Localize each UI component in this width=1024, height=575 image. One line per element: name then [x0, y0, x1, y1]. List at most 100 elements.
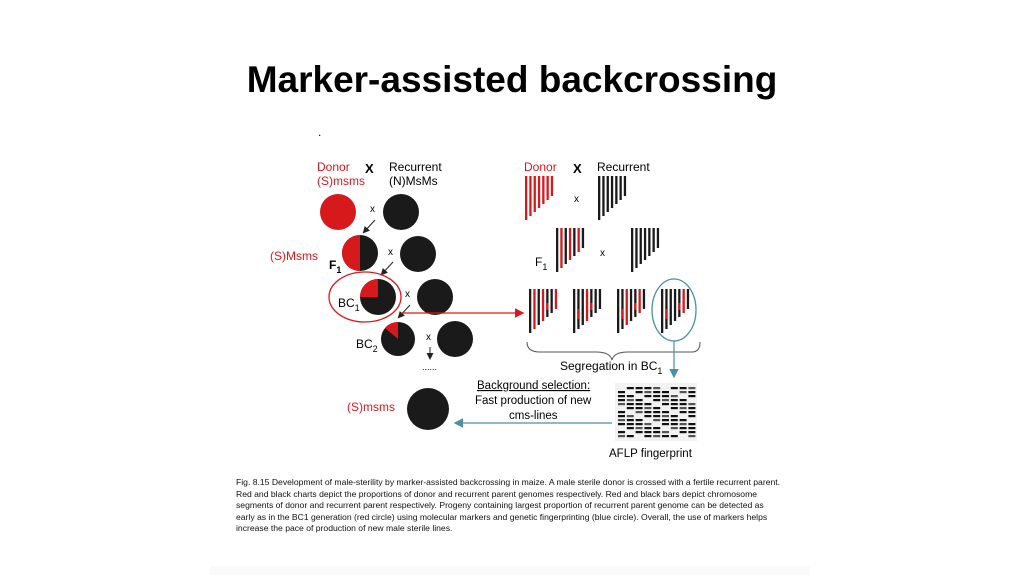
gel-band	[670, 387, 678, 390]
gel-band	[618, 411, 625, 414]
cross-x-3: x	[405, 289, 410, 300]
chromosome-segment	[621, 309, 624, 319]
gel-band	[688, 407, 696, 410]
chromosome-bar-groups	[525, 176, 690, 333]
gel-band	[653, 391, 661, 394]
chromosome-segment	[678, 303, 681, 310]
left-panel: Donor (S)msms X Recurrent (N)MsMs x (S)M…	[270, 160, 473, 430]
cross-x-1: x	[370, 204, 375, 215]
gel-band	[679, 423, 687, 426]
right-panel: Donor X Recurrent x x F1 Segregation in …	[453, 160, 701, 460]
chromosome-bar	[617, 289, 620, 333]
chromosome-bar	[533, 289, 536, 329]
segregation-label: Segregation in BC1	[560, 359, 662, 376]
chromosome-bar	[598, 176, 601, 220]
chromosome-bar	[686, 289, 690, 309]
gel-band	[618, 395, 625, 398]
gel-band	[688, 427, 696, 430]
gel-band	[618, 431, 625, 434]
f1-pie-red	[342, 235, 360, 271]
gel-band	[688, 435, 696, 438]
chromosome-bar	[581, 289, 584, 325]
gel-band	[670, 399, 678, 402]
chromosome-bar	[642, 289, 646, 309]
right-recurrent-label: Recurrent	[597, 160, 650, 174]
right-cross-x-2: x	[600, 248, 605, 259]
caption-text: Development of male-sterility by marker-…	[236, 477, 781, 534]
f1-bars	[556, 228, 585, 272]
chromosome-bar	[568, 228, 572, 260]
gel-band	[653, 407, 661, 410]
left-donor-label: Donor	[317, 160, 350, 174]
gel-band	[653, 427, 661, 430]
gel-band	[626, 423, 634, 426]
gel-band	[644, 427, 652, 430]
gel-band	[618, 399, 625, 402]
gel-band	[679, 391, 687, 394]
chromosome-bar	[525, 176, 528, 220]
stray-mark: .	[318, 125, 322, 139]
left-cross-symbol: X	[365, 161, 374, 176]
chromosome-bar	[554, 289, 558, 309]
gel-band	[679, 399, 687, 402]
chromosome-bar	[631, 228, 634, 272]
chromosome-bar	[550, 289, 553, 313]
chromosome-bar	[638, 289, 641, 313]
aflp-label: AFLP fingerprint	[609, 448, 693, 460]
chromosome-bar	[673, 289, 677, 321]
gel-band	[688, 431, 696, 434]
gel-band	[679, 419, 687, 422]
gel-band	[653, 395, 661, 398]
chromosome-bar	[625, 289, 628, 325]
gel-band	[626, 399, 634, 402]
gel-band	[662, 395, 669, 398]
gel-band	[644, 431, 652, 434]
gel-band	[679, 403, 687, 406]
chromosome-bar	[619, 176, 622, 200]
chromosome-bar	[541, 289, 545, 321]
chromosome-bar	[648, 228, 651, 256]
gel-band	[618, 435, 625, 438]
gel-band	[635, 403, 643, 406]
donor-bars	[525, 176, 554, 220]
chromosome-segment	[665, 309, 668, 319]
chromosome-bar	[669, 289, 672, 325]
chromosome-bar	[623, 176, 627, 196]
bc1-group-2	[573, 289, 602, 333]
bc1-pie-red	[360, 279, 378, 297]
gel-band	[644, 387, 652, 390]
gel-band	[626, 435, 634, 438]
figure-caption: Fig. 8.15 Development of male-sterility …	[236, 477, 781, 535]
left-recurrent-genotype: (N)MsMs	[389, 174, 438, 188]
recurrent-pie-1	[383, 194, 419, 230]
f1-genotype: (S)Msms	[270, 249, 318, 263]
bc1-group-4	[661, 289, 690, 333]
gel-band	[635, 419, 643, 422]
donor-pie	[320, 194, 356, 230]
bc1-selection-ellipse	[328, 271, 402, 323]
continuation-ellipsis: ......	[422, 362, 437, 372]
cross-x-2: x	[388, 247, 393, 258]
gel-band	[688, 403, 696, 406]
gel-band	[626, 387, 634, 390]
chromosome-bar	[606, 176, 609, 212]
right-f1-label: F1	[535, 255, 547, 272]
left-recurrent-label: Recurrent	[389, 160, 442, 174]
gel-band	[618, 391, 625, 394]
gel-band	[662, 403, 669, 406]
chromosome-segment	[634, 303, 637, 310]
chromosome-segment	[546, 303, 549, 310]
recurrent-pie-3	[417, 279, 453, 315]
gel-band	[653, 411, 661, 414]
chromosome-bar	[577, 228, 580, 252]
segregation-bracket	[526, 341, 701, 361]
gel-band	[644, 435, 652, 438]
gel-band	[670, 395, 678, 398]
gel-band	[644, 423, 652, 426]
gel-band	[653, 435, 661, 438]
gel-band	[635, 427, 643, 430]
gel-band	[670, 427, 678, 430]
recurrent-pie-4	[437, 321, 473, 357]
chromosome-bar	[573, 228, 576, 256]
chromosome-bar	[629, 289, 633, 321]
